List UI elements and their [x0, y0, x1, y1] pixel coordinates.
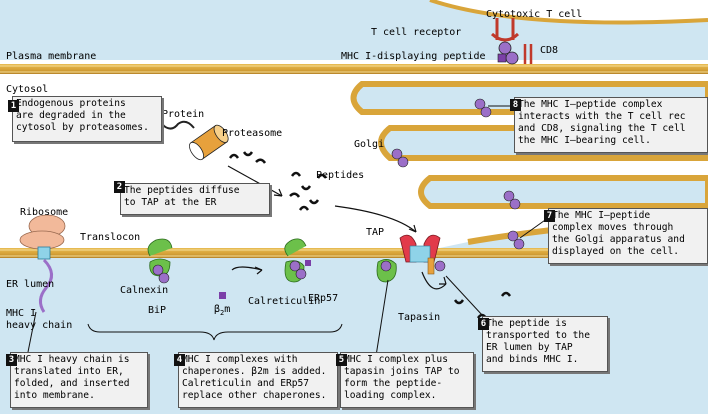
calreticulin-erp57-complex — [284, 238, 311, 283]
step-box-8: The MHC I–peptide complex interacts with… — [514, 97, 708, 153]
step-6-line-1: The peptide is — [486, 318, 567, 329]
label-erp57: ERp57 — [308, 293, 339, 304]
label-cd8: CD8 — [540, 45, 559, 56]
label-peptides: Peptides — [316, 170, 365, 181]
label-translocon: Translocon — [80, 232, 141, 243]
label-calreticulin: Calreticulin — [248, 296, 321, 307]
step-8-line-4: the MHC I–bearing cell. — [518, 135, 651, 146]
label-mhc-displaying-peptide: MHC I-displaying peptide — [341, 51, 486, 62]
label-t-cell-receptor: T cell receptor — [371, 27, 462, 38]
label-ribosome: Ribosome — [20, 207, 69, 218]
step-box-5: MHC I complex plus tapasin joins TAP to … — [340, 352, 474, 408]
proteasome-shape — [189, 124, 229, 161]
step-7-line-2: complex moves through — [552, 222, 674, 233]
step-badge-4: 4 — [174, 354, 185, 366]
step-badge-1: 1 — [8, 100, 19, 112]
step-4-line-1: MHC I complexes with — [182, 354, 298, 365]
label-cytotoxic-t-cell: Cytotoxic T cell — [486, 9, 583, 20]
label-golgi: Golgi — [354, 139, 385, 150]
flow-arrows — [227, 165, 447, 290]
tcr-mhc-cd8-complex — [490, 18, 533, 65]
step-3-line-3: folded, and inserted — [14, 378, 130, 389]
step-3-line-4: into membrane. — [14, 390, 95, 401]
step-1-line-1: Endogenous proteins — [16, 98, 126, 109]
step-2-line-1: The peptides diffuse — [124, 185, 240, 196]
step-badge-3: 3 — [6, 354, 17, 366]
step-8-line-3: and CD8, signaling the T cell — [518, 123, 686, 134]
step-badge-8: 8 — [510, 99, 521, 111]
step-4-line-3: Calreticulin and ERp57 — [182, 378, 310, 389]
step-box-1: Endogenous proteins are degraded in the … — [12, 96, 162, 142]
label-heavy-chain-2: heavy chain — [6, 320, 73, 331]
step-8-line-1: The MHC I–peptide complex — [518, 99, 663, 110]
b2m-shape — [219, 292, 226, 299]
step-4-line-4: replace other chaperones. — [182, 390, 327, 401]
step-1-line-3: cytosol by proteasomes. — [16, 122, 149, 133]
step-box-4: MHC I complexes with chaperones. β2m is … — [178, 352, 338, 408]
step-6-line-4: and binds MHC I. — [486, 354, 579, 365]
step-5-line-1: MHC I complex plus — [344, 354, 448, 365]
step-7-line-3: the Golgi apparatus and — [552, 234, 685, 245]
label-proteasome: Proteasome — [222, 128, 283, 139]
b2m-beta: β — [214, 304, 221, 315]
er-membrane — [0, 248, 708, 258]
step-3-line-2: translated into ER, — [14, 366, 124, 377]
step-box-7: The MHC I–peptide complex moves through … — [548, 208, 708, 264]
golgi-mhc-complexes — [391, 98, 525, 250]
step-4-line-2: chaperones. β2m is added. — [182, 366, 327, 377]
step-5-line-4: loading complex. — [344, 390, 437, 401]
translocon-shape — [37, 246, 51, 260]
step-box-6: The peptide is transported to the ER lum… — [482, 316, 608, 372]
plasma-membrane — [0, 64, 708, 74]
label-er-lumen: ER lumen — [6, 279, 55, 290]
label-bip: BiP — [148, 305, 167, 316]
label-plasma-membrane: Plasma membrane — [6, 51, 97, 62]
calnexin-bip-complex — [147, 238, 173, 284]
step-box-3: MHC I heavy chain is translated into ER,… — [10, 352, 148, 408]
t-cell-body — [430, 0, 708, 23]
step-box-2: The peptides diffuse to TAP at the ER — [120, 183, 270, 215]
step-1-line-2: are degraded in the — [16, 110, 126, 121]
b2m-tail: m — [224, 304, 231, 315]
step-6-line-3: ER lumen by TAP — [486, 342, 573, 353]
step-2-line-2: to TAP at the ER — [124, 197, 217, 208]
label-tapasin: Tapasin — [398, 312, 441, 323]
label-tap: TAP — [366, 227, 385, 238]
heavy-chain-strand — [39, 258, 53, 313]
label-protein: Protein — [162, 109, 205, 120]
step-3-line-1: MHC I heavy chain is — [14, 354, 130, 365]
label-calnexin: Calnexin — [120, 285, 169, 296]
peptide-loading-complex — [376, 234, 446, 283]
step-5-line-2: tapasin joins TAP to — [344, 366, 460, 377]
peptide-fragments — [228, 151, 512, 319]
label-b2m: β2m — [214, 304, 230, 319]
step-7-line-1: The MHC I–peptide — [552, 210, 651, 221]
step-badge-5: 5 — [336, 354, 347, 366]
t-cell-membrane — [429, 0, 708, 25]
step-5-line-3: form the peptide- — [344, 378, 443, 389]
step-badge-6: 6 — [478, 318, 489, 330]
b2m-sub: 2 — [220, 309, 225, 317]
step-7-line-4: displayed on the cell. — [552, 246, 680, 257]
label-heavy-chain-1: MHC I — [6, 308, 37, 319]
step-6-line-2: transported to the — [486, 330, 590, 341]
step-badge-7: 7 — [544, 210, 555, 222]
step-badge-2: 2 — [114, 181, 125, 193]
step-8-line-2: interacts with the T cell rec — [518, 111, 686, 122]
label-cytosol: Cytosol — [6, 84, 49, 95]
